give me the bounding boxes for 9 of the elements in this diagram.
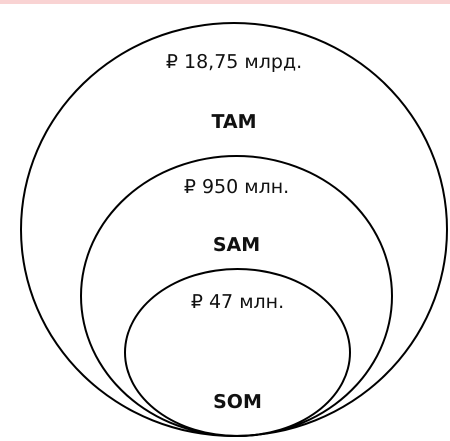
market-label: SAM bbox=[212, 233, 260, 257]
market-circle bbox=[20, 22, 448, 437]
market-circle bbox=[80, 155, 393, 437]
market-circle bbox=[124, 268, 351, 437]
market-label: SOM bbox=[213, 390, 262, 414]
market-value: ₽ 18,75 млрд. bbox=[166, 50, 302, 74]
market-value: ₽ 47 млн. bbox=[190, 290, 284, 314]
market-label: TAM bbox=[211, 110, 257, 134]
market-value: ₽ 950 млн. bbox=[184, 175, 290, 199]
